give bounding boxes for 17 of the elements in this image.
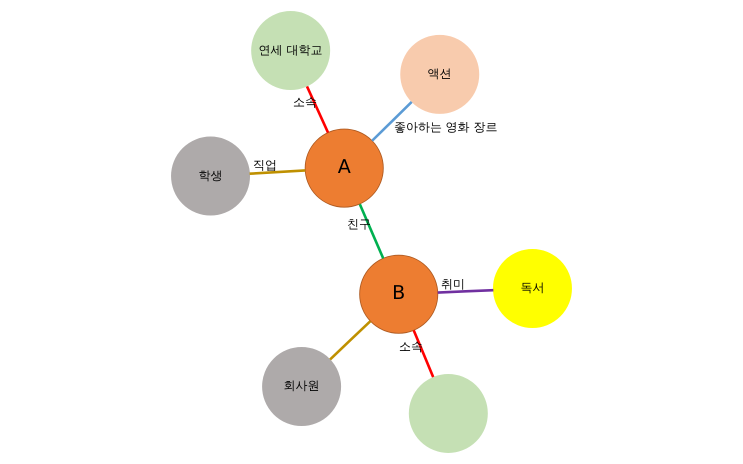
edge-label: 취미 <box>440 277 465 292</box>
node-circle: A <box>304 128 384 208</box>
node-circle: 액션 <box>400 34 480 114</box>
connector <box>329 320 372 360</box>
node-circle: 독서 <box>492 248 572 328</box>
connector <box>412 330 434 378</box>
connector <box>438 288 494 294</box>
node-circle: 연세 대학교 <box>251 11 330 90</box>
connector <box>371 101 413 142</box>
node-circle: 학생 <box>171 136 250 216</box>
edge-label: 좋아하는 영화 장르 <box>394 120 498 134</box>
node-circle: B <box>359 254 438 334</box>
node-circle: 회사원 <box>262 347 342 426</box>
edge-label: 직업 <box>252 158 277 172</box>
connector <box>306 86 330 134</box>
connector <box>250 169 306 176</box>
node-circle <box>408 374 488 453</box>
